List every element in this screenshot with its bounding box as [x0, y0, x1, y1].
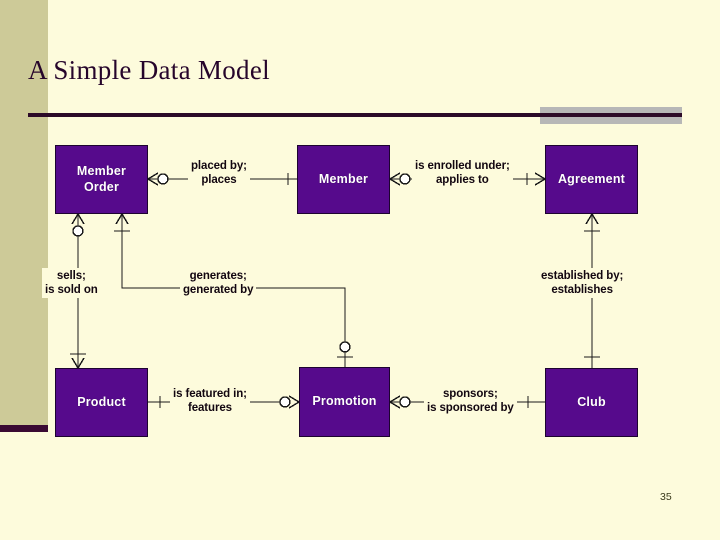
relationship-label-product-promotion-line2: features — [187, 402, 232, 415]
relationship-label-promotion-club: sponsors; is sponsored by — [424, 386, 517, 417]
title-rule-dark — [28, 113, 682, 117]
entity-member-order-label-1: Member — [76, 163, 127, 178]
relationship-label-order-product-line2: is sold on — [45, 284, 98, 297]
cardinality-agreement-club-from — [584, 213, 600, 232]
relationship-label-order-promotion: generates; generated by — [180, 268, 257, 299]
relationship-label-order-member-line1: placed by; — [191, 160, 247, 172]
relationship-label-promotion-club-line2: is sponsored by — [427, 402, 514, 415]
entity-member[interactable]: Member — [297, 145, 390, 214]
relationship-label-order-product-line1: sells; — [56, 270, 86, 282]
relationship-label-order-promotion-line1: generates; — [189, 270, 247, 282]
relationship-label-order-member: placed by; places — [188, 158, 250, 189]
entity-product-label: Product — [77, 394, 126, 409]
relationship-label-agreement-club: established by; establishes — [538, 268, 627, 299]
entity-club-label: Club — [577, 394, 606, 409]
relationship-label-agreement-club-line1: established by; — [541, 270, 624, 282]
cardinality-promotion-club-from — [389, 395, 411, 409]
page-title: A Simple Data Model — [28, 55, 270, 85]
cardinality-order-promotion-from — [114, 213, 130, 232]
entity-promotion[interactable]: Promotion — [299, 367, 390, 437]
cardinality-order-product-from — [71, 213, 85, 237]
relationship-label-agreement-club-line2: establishes — [551, 284, 613, 297]
relationship-label-order-member-line2: places — [201, 174, 237, 187]
relationship-label-promotion-club-line1: sponsors; — [442, 388, 498, 400]
relationship-label-member-agreement-line2: applies to — [436, 174, 489, 187]
entity-promotion-label: Promotion — [312, 394, 377, 409]
relationship-label-order-product: sells; is sold on — [42, 268, 101, 299]
entity-club[interactable]: Club — [545, 368, 638, 437]
entity-member-order-label-2: Order — [83, 179, 120, 194]
cardinality-member-agreement-to — [526, 172, 546, 186]
entity-product[interactable]: Product — [55, 368, 148, 437]
cardinality-order-promotion-to — [337, 341, 353, 358]
entity-member-label: Member — [318, 171, 369, 186]
cardinality-product-promotion-to — [279, 395, 300, 409]
page-number: 35 — [660, 491, 672, 503]
relationship-label-product-promotion: is featured in; features — [170, 386, 250, 417]
sidebar-decoration — [0, 0, 48, 425]
cardinality-member-agreement-from — [389, 172, 411, 186]
relationship-label-order-promotion-line2: generated by — [183, 284, 254, 297]
entity-member-order[interactable]: Member Order — [55, 145, 148, 214]
cardinality-order-product-to — [70, 353, 86, 369]
sidebar-accent-bar — [0, 425, 48, 432]
cardinality-order-member-from — [147, 172, 169, 186]
entity-agreement[interactable]: Agreement — [545, 145, 638, 214]
relationship-label-member-agreement-line1: is enrolled under; — [415, 160, 510, 172]
relationship-label-member-agreement: is enrolled under; applies to — [412, 158, 513, 189]
relationship-label-product-promotion-line1: is featured in; — [173, 388, 247, 400]
entity-agreement-label: Agreement — [557, 171, 626, 186]
